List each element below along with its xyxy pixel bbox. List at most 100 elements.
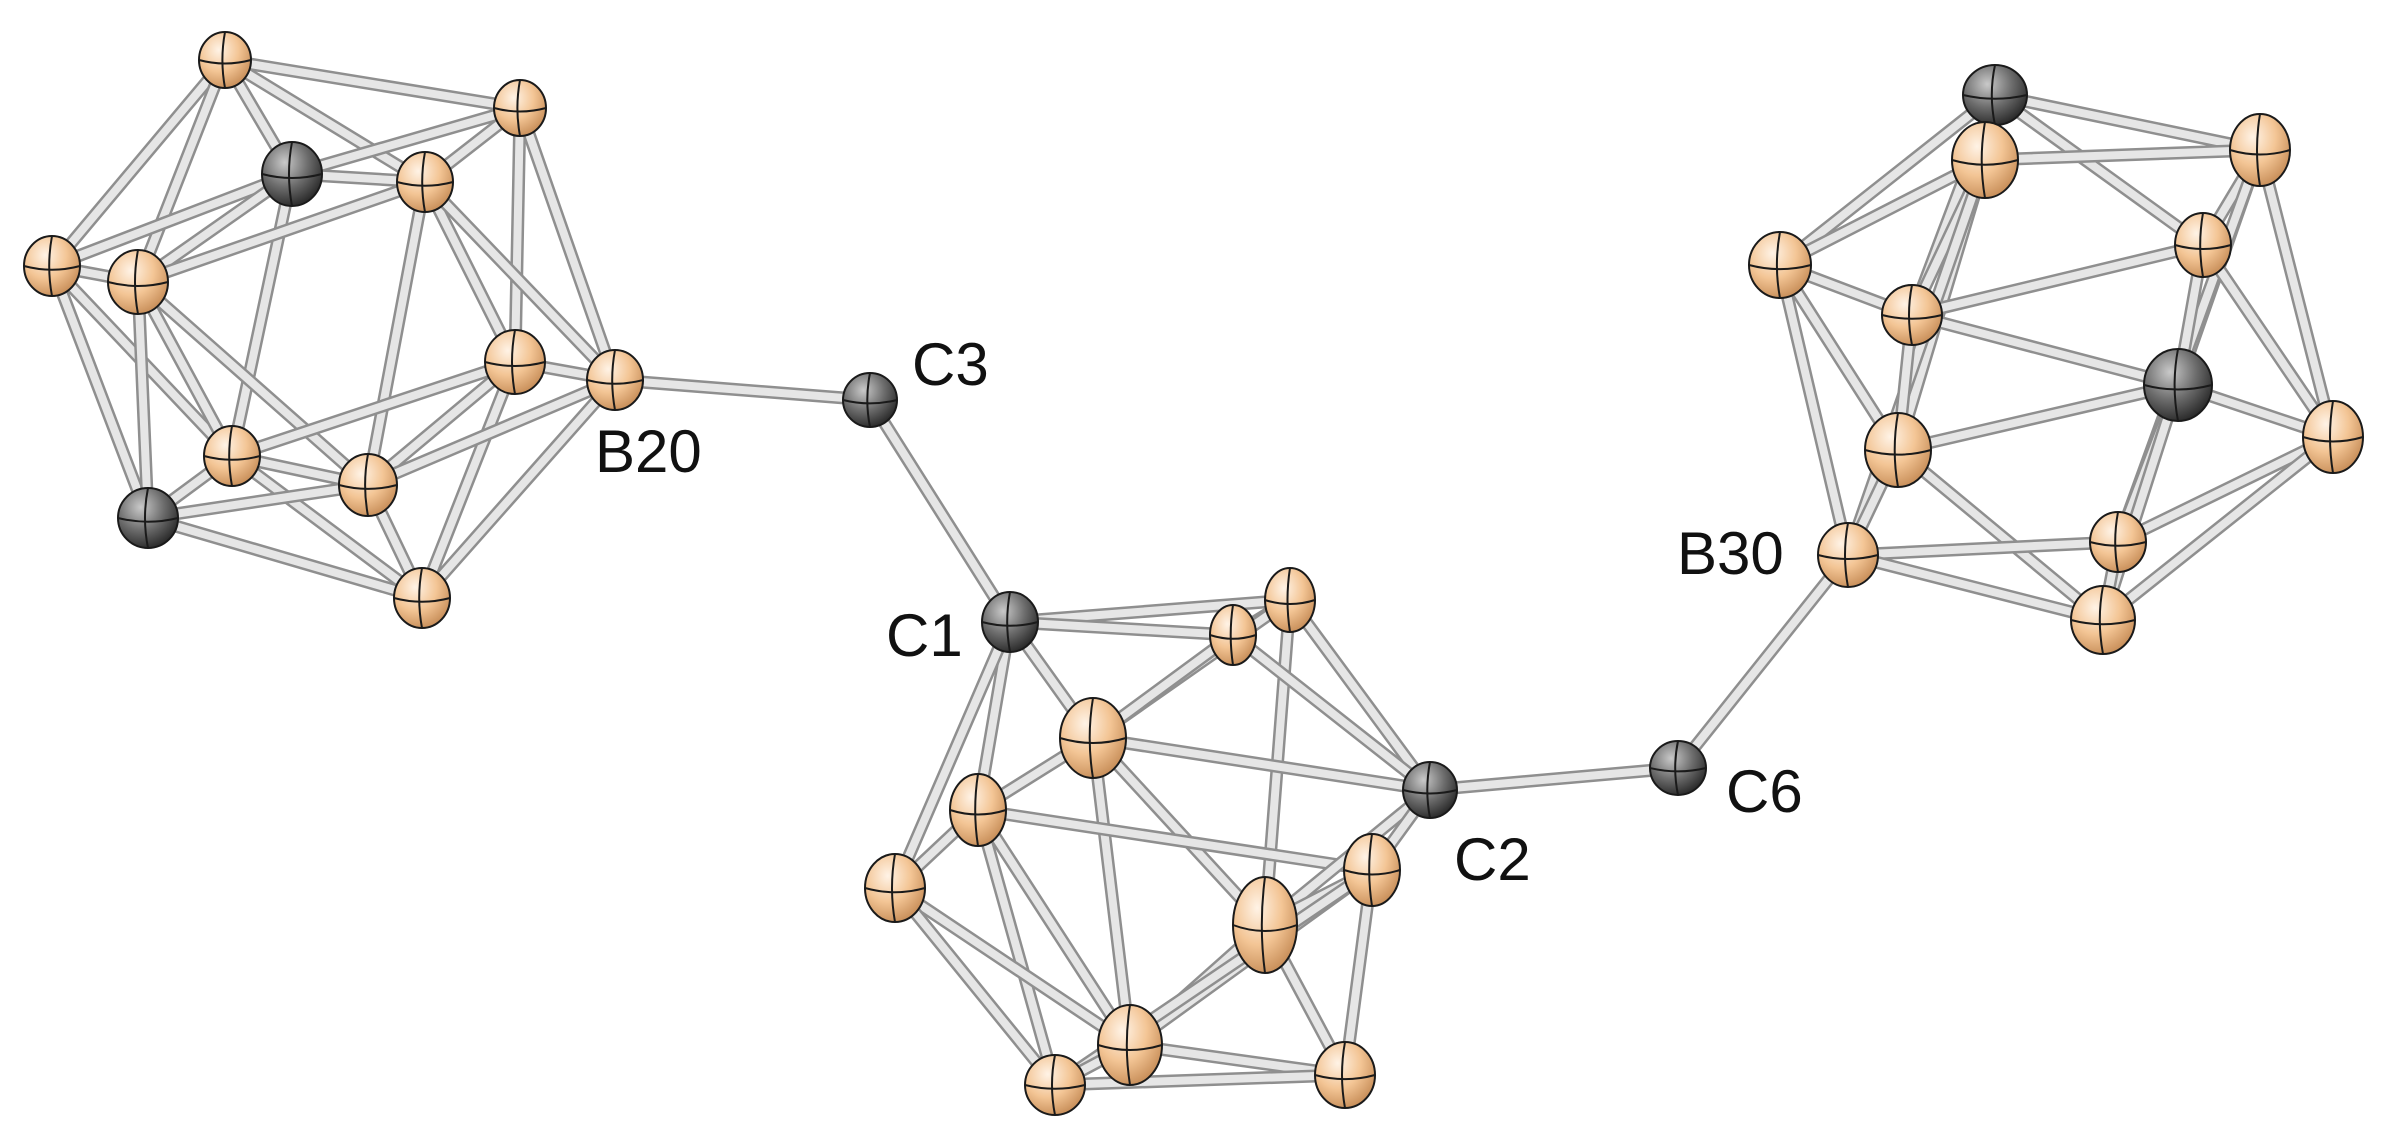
bond-r8-r12 [1891,443,2110,627]
atom-m3-boron [1059,697,1127,779]
atom-m9-boron [1024,1054,1086,1116]
label-b30: B30 [1677,520,1784,587]
label-c6: C6 [1726,758,1803,825]
bond-m3-c2 [1086,731,1437,797]
atom-m8-boron [1097,1004,1163,1086]
bond-l6-l10 [131,275,155,525]
atom-l11-boron [338,453,398,517]
atom-l9-boron [203,425,261,487]
atom-l1-boron [198,31,252,89]
atom-l2-boron [493,79,547,137]
atoms [23,31,2364,1116]
bond-m4-m8 [971,803,1137,1052]
atom-r6-boron [1881,284,1943,346]
bond-m4-m9 [971,803,1062,1092]
bond-r10-r11 [1841,535,2125,562]
bond-l2-l3 [285,101,527,181]
bond-l8-l11 [361,373,622,492]
bond-l7-l12 [415,355,522,605]
bond-l1-l2 [218,53,527,115]
bond-r6-r7 [1905,308,2185,392]
atom-labels: B20 C3 C1 C2 C6 B30 [595,331,1803,893]
atom-r4-boron [1748,231,1812,299]
atom-c3-carbon [842,372,898,428]
bond-r9-r12 [2096,430,2340,627]
bond-r2-r3 [1978,143,2267,167]
bond-l3-l9 [225,167,299,463]
atom-r12-boron [2070,585,2136,655]
bond-l2-l8 [513,101,622,387]
bond-r2-r10 [1841,153,1992,562]
atom-m10-boron [1314,1041,1376,1109]
atom-l5-boron [23,235,81,297]
bond-m4-m7 [971,803,1379,877]
bond-l8-l12 [415,373,622,605]
bond-m3-m8 [1086,731,1137,1052]
bond-r2-r4 [1773,153,1992,272]
bond-r1-r5 [1988,88,2210,252]
atom-r11-boron [2089,511,2147,573]
bond-l4-l11 [361,175,432,492]
atom-l7-boron [484,329,546,395]
atom-l3-carbon [261,141,323,207]
bond-r5-r6 [1905,238,2210,322]
atom-r7-carbon [2143,348,2213,422]
atom-c6-carbon [1649,740,1707,796]
bond-c3-c1 [863,393,1017,629]
bond-r7-r8 [1891,378,2185,457]
atom-l8-boron [586,349,644,411]
bond-l2-l7 [508,101,527,369]
atom-m5-boron [864,853,926,923]
bond-r5-r9 [2196,238,2340,444]
atom-m2-boron [1209,604,1257,666]
atom-l4-boron [396,151,454,213]
atom-m6-boron [1232,876,1298,974]
label-c3: C3 [912,331,989,398]
bond-m1-c2 [1283,593,1437,797]
atom-m1-boron [1264,567,1316,633]
bond-r1-r4 [1773,88,2002,272]
bond-m9-m10 [1048,1068,1352,1092]
bond-l5-l10 [45,259,155,525]
atom-r2-boron [1951,121,2019,199]
bond-l7-l11 [361,355,522,492]
bond-l6-l11 [131,275,375,492]
atom-c2-carbon [1402,761,1458,819]
bond-c1-m2 [1003,615,1240,642]
bond-r1-r3 [1988,88,2267,157]
atom-r10-boron [1817,522,1879,588]
atom-m7-boron [1343,833,1401,907]
bond-r4-r10 [1773,258,1855,562]
bond-r3-r9 [2253,143,2340,444]
atom-r9-boron [2302,400,2364,474]
bonds [45,53,2340,1092]
atom-l12-boron [393,567,451,629]
atom-r5-boron [2174,212,2232,278]
bond-l8-c3 [608,373,877,407]
bond-l3-l5 [45,167,299,273]
label-c2: C2 [1454,826,1531,893]
bond-m5-m8 [888,881,1137,1052]
label-b20: B20 [595,418,702,485]
bond-l4-l7 [418,175,522,369]
bond-c6-r10 [1671,548,1855,775]
bond-l1-l4 [218,53,432,189]
atom-l10-carbon [117,487,179,549]
atom-m4-boron [949,773,1007,847]
bond-l1-l6 [131,53,232,289]
bond-l10-l12 [141,511,429,605]
atom-r1-carbon [1962,64,2028,126]
bond-m3-m6 [1086,731,1272,932]
label-c1: C1 [886,602,963,669]
bond-c1-m5 [888,615,1017,895]
atom-r3-boron [2229,113,2291,187]
bond-m2-c2 [1226,628,1437,797]
bond-l7-l9 [225,355,522,463]
bond-c2-c6 [1423,761,1685,797]
bond-l4-l8 [418,175,622,387]
bond-l9-l12 [225,449,429,605]
atom-c1-carbon [981,591,1039,653]
bond-m5-m9 [888,881,1062,1092]
bond-l6-l9 [131,275,239,463]
